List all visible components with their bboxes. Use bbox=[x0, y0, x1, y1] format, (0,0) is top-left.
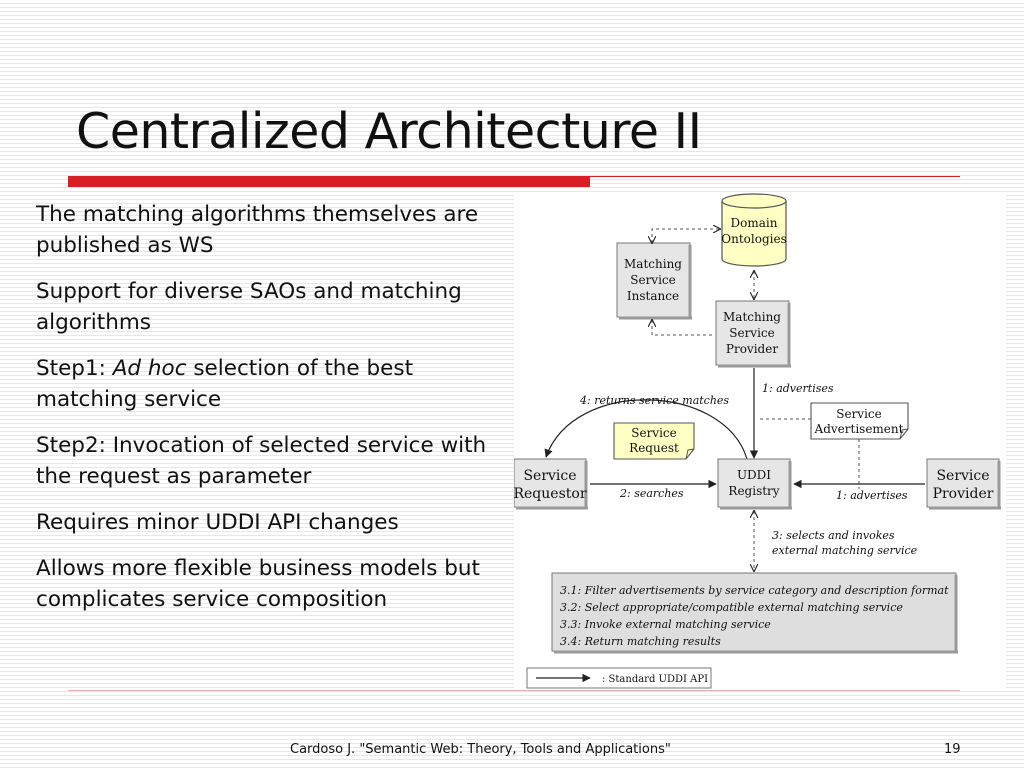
selects-invokes-line1: 3: selects and invokes bbox=[772, 529, 895, 542]
bullet-text: Support for diverse SAOs and matching al… bbox=[36, 279, 462, 335]
bullet-item: Allows more flexible business models but… bbox=[36, 553, 506, 615]
architecture-diagram: Domain Ontologies Matching Service Insta… bbox=[514, 193, 1006, 691]
slide-title: Centralized Architecture II bbox=[76, 103, 702, 160]
bullet-text-italic: Ad hoc bbox=[112, 356, 187, 381]
msp-line3: Provider bbox=[726, 342, 778, 356]
bullet-text: The matching algorithms themselves are p… bbox=[36, 202, 479, 258]
step-3-1: 3.1: Filter advertisements by service ca… bbox=[560, 584, 949, 597]
service-advertisement-line1: Service bbox=[836, 407, 882, 421]
bullet-list: The matching algorithms themselves are p… bbox=[36, 199, 506, 630]
msi-line1: Matching bbox=[624, 257, 682, 271]
selects-invokes-line2: external matching service bbox=[772, 544, 918, 557]
instance-provider-link bbox=[652, 320, 714, 336]
bullet-text-prefix: Step1: bbox=[36, 356, 113, 381]
matching-service-provider-box: Matching Service Provider bbox=[715, 300, 791, 368]
bottom-rule bbox=[68, 690, 960, 691]
msi-line3: Instance bbox=[627, 289, 679, 303]
service-request-line1: Service bbox=[631, 426, 677, 440]
bullet-item: Step2: Invocation of selected service wi… bbox=[36, 430, 506, 492]
bullet-item: Step1: Ad hoc selection of the best matc… bbox=[36, 353, 506, 415]
title-underline-bar bbox=[68, 176, 590, 187]
uddi-line1: UDDI bbox=[737, 468, 771, 482]
step-3-3: 3.3: Invoke external matching service bbox=[560, 618, 771, 631]
uddi-registry-box: UDDI Registry bbox=[717, 458, 792, 510]
bullet-text: Requires minor UDDI API changes bbox=[36, 510, 399, 535]
msp-line1: Matching bbox=[723, 310, 781, 324]
domain-ontologies-line1: Domain bbox=[731, 216, 778, 230]
service-request-line2: Request bbox=[629, 441, 679, 455]
step-3-2: 3.2: Select appropriate/compatible exter… bbox=[560, 601, 903, 614]
page-number: 19 bbox=[944, 742, 961, 757]
bullet-text: Step2: Invocation of selected service wi… bbox=[36, 433, 487, 489]
uddi-line2: Registry bbox=[728, 484, 779, 498]
diagram-canvas: Domain Ontologies Matching Service Insta… bbox=[514, 193, 1001, 689]
bullet-item: The matching algorithms themselves are p… bbox=[36, 199, 506, 261]
bullet-text: Allows more flexible business models but… bbox=[36, 556, 480, 612]
instance-ontology-link bbox=[652, 229, 720, 243]
step-3-4: 3.4: Return matching results bbox=[560, 635, 721, 648]
legend-box: : Standard UDDI API bbox=[526, 667, 712, 689]
advertises-right-label: 1: advertises bbox=[836, 489, 908, 502]
legend-text: : Standard UDDI API bbox=[602, 674, 708, 685]
bullet-item: Support for diverse SAOs and matching al… bbox=[36, 276, 506, 338]
title-underline-line bbox=[590, 176, 960, 177]
service-requestor-line2: Requestor bbox=[514, 486, 587, 502]
bullet-item: Requires minor UDDI API changes bbox=[36, 507, 506, 538]
service-requestor-line1: Service bbox=[523, 468, 576, 484]
footer-citation: Cardoso J. "Semantic Web: Theory, Tools … bbox=[290, 742, 671, 757]
service-provider-box: Service Provider bbox=[926, 458, 1001, 510]
matching-service-instance-box: Matching Service Instance bbox=[616, 242, 692, 320]
service-request-note: Service Request bbox=[613, 422, 695, 460]
steps-box: 3.1: Filter advertisements by service ca… bbox=[551, 572, 958, 654]
service-provider-line2: Provider bbox=[933, 486, 994, 502]
domain-ontologies-line2: Ontologies bbox=[721, 232, 786, 246]
service-requestor-box: Service Requestor bbox=[514, 458, 588, 510]
returns-matches-label: 4: returns service matches bbox=[579, 394, 729, 407]
bullet-text-suffix: selection of the best matching service bbox=[36, 356, 414, 412]
msi-line2: Service bbox=[630, 273, 676, 287]
service-advertisement-note: Service Advertisement bbox=[810, 402, 909, 440]
service-advertisement-line2: Advertisement bbox=[814, 422, 904, 436]
searches-label: 2: searches bbox=[619, 487, 684, 500]
domain-ontologies-cylinder: Domain Ontologies bbox=[721, 193, 787, 267]
msp-line2: Service bbox=[729, 326, 775, 340]
service-provider-line1: Service bbox=[936, 468, 989, 484]
advertises-top-label: 1: advertises bbox=[762, 382, 834, 395]
returns-matches-arrow bbox=[544, 399, 748, 460]
